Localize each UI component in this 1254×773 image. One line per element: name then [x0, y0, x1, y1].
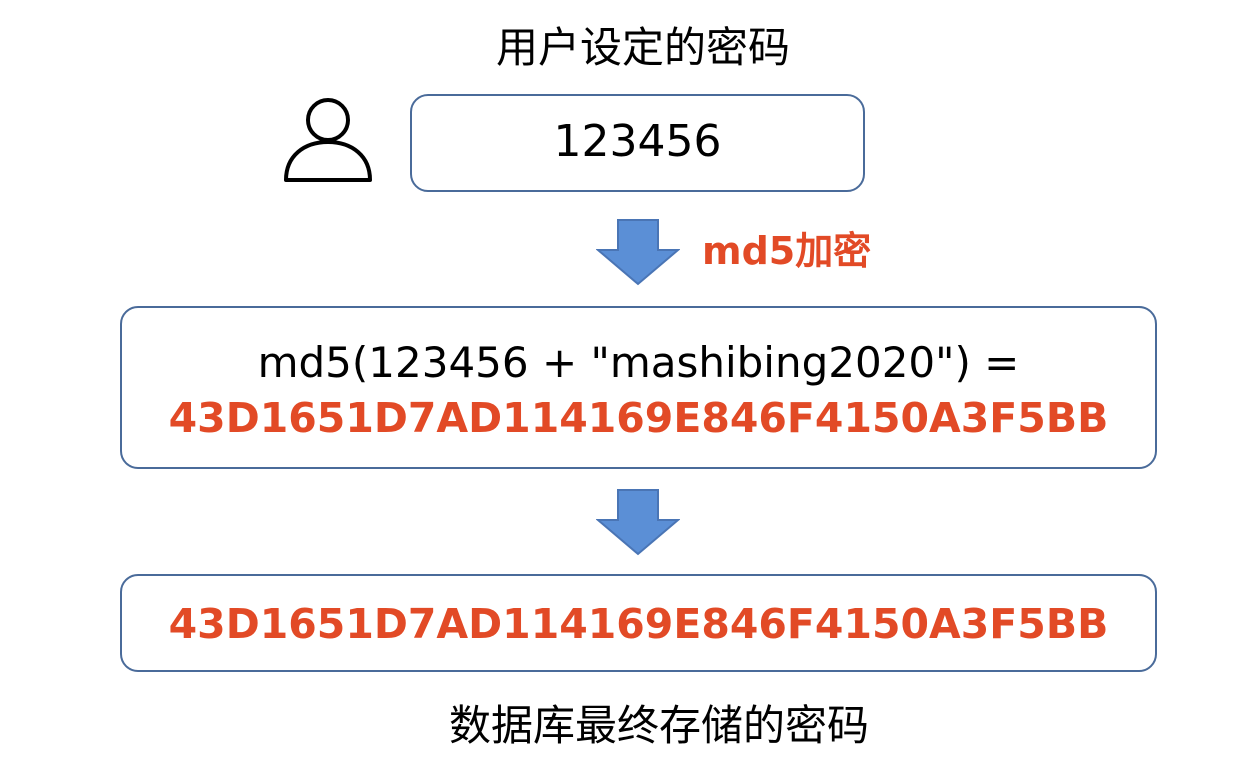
top-caption: 用户设定的密码	[495, 23, 790, 72]
user-icon	[284, 98, 372, 182]
user-password-box: 123456	[410, 94, 865, 192]
stored-hash-value: 43D1651D7AD114169E846F4150A3F5BB	[168, 600, 1109, 648]
down-arrow-icon	[596, 219, 680, 286]
formula-box: md5(123456 + "mashibing2020") = 43D1651D…	[120, 306, 1157, 469]
bottom-caption: 数据库最终存储的密码	[448, 701, 869, 750]
hash-value: 43D1651D7AD114169E846F4150A3F5BB	[168, 394, 1109, 442]
stored-hash-box: 43D1651D7AD114169E846F4150A3F5BB	[120, 574, 1157, 672]
md5-formula: md5(123456 + "mashibing2020") =	[257, 338, 1020, 387]
user-password-value: 123456	[553, 116, 722, 167]
down-arrow-icon	[596, 489, 680, 556]
encrypt-label: md5加密	[702, 229, 872, 273]
